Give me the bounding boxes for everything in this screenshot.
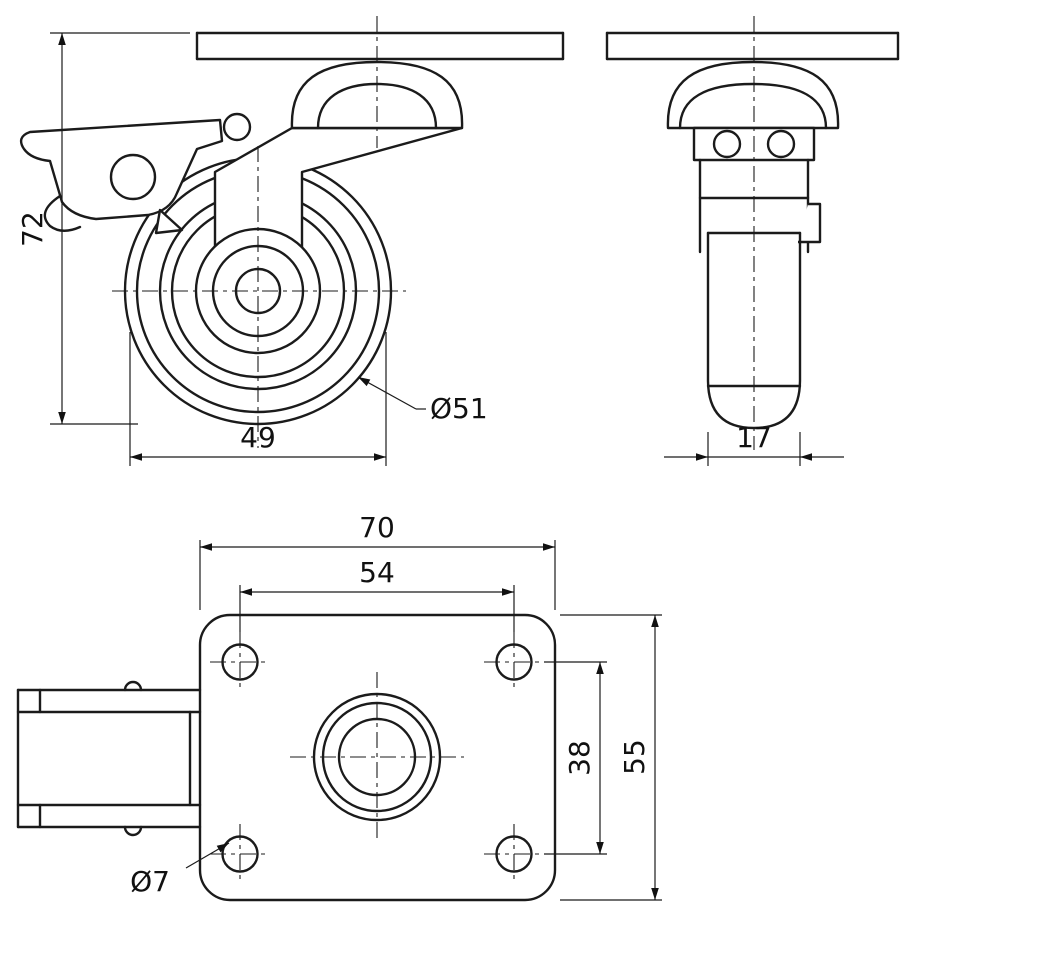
dim-bolt-pitch-vertical: 38 [544, 661, 607, 855]
pedal-pin-bottom [123, 825, 143, 837]
brake-hook [43, 194, 82, 232]
dim-plate-depth: 55 [560, 614, 662, 901]
dim-label-bolt-pitch-vertical: 38 [563, 740, 596, 776]
side-view: 17 [605, 16, 900, 466]
plan-center-lines [210, 632, 544, 884]
brake-pawl [154, 208, 184, 235]
brake-tab-side [798, 202, 822, 244]
dim-label-overall-height: 72 [16, 211, 49, 247]
dim-label-bolt-pitch-horizontal: 54 [359, 556, 395, 589]
dim-label-bolt-hole-diameter: Ø7 [130, 865, 170, 898]
dim-label-wheel-thickness: 17 [736, 421, 772, 454]
front-view: 72 49 Ø51 [16, 16, 565, 466]
dim-wheel-span: 49 [129, 332, 387, 466]
brake-pivot-circle [222, 112, 252, 142]
dim-wheel-thickness: 17 [664, 421, 844, 466]
pedal-pin-top [123, 680, 143, 692]
dim-wheel-diameter: Ø51 [357, 376, 488, 425]
mounting-plate-plan [198, 613, 557, 902]
dim-overall-height: 72 [16, 32, 190, 425]
swivel-dome-outer [290, 60, 464, 130]
dim-plate-width: 70 [199, 511, 556, 610]
bearing-ball-left [712, 129, 742, 159]
top-plate-front [195, 31, 565, 61]
swivel-dome-side-outer [666, 60, 840, 130]
dim-bolt-hole-diameter: Ø7 [130, 842, 230, 898]
dim-label-wheel-span: 49 [240, 421, 276, 454]
dim-bolt-pitch-horizontal: 54 [239, 556, 515, 632]
top-plate-side [605, 31, 900, 61]
dim-label-wheel-diameter: Ø51 [430, 392, 488, 425]
dim-label-plate-depth: 55 [618, 739, 651, 775]
bearing-ball-right [766, 129, 796, 159]
front-center-lines [112, 16, 406, 448]
plan-view: 70 54 55 38 Ø7 [16, 511, 662, 902]
brake-pedal-hole [109, 153, 157, 201]
brake-pedal-plan [16, 680, 202, 837]
swivel-dome-side-inner [678, 82, 828, 130]
dim-label-plate-width: 70 [359, 511, 395, 544]
